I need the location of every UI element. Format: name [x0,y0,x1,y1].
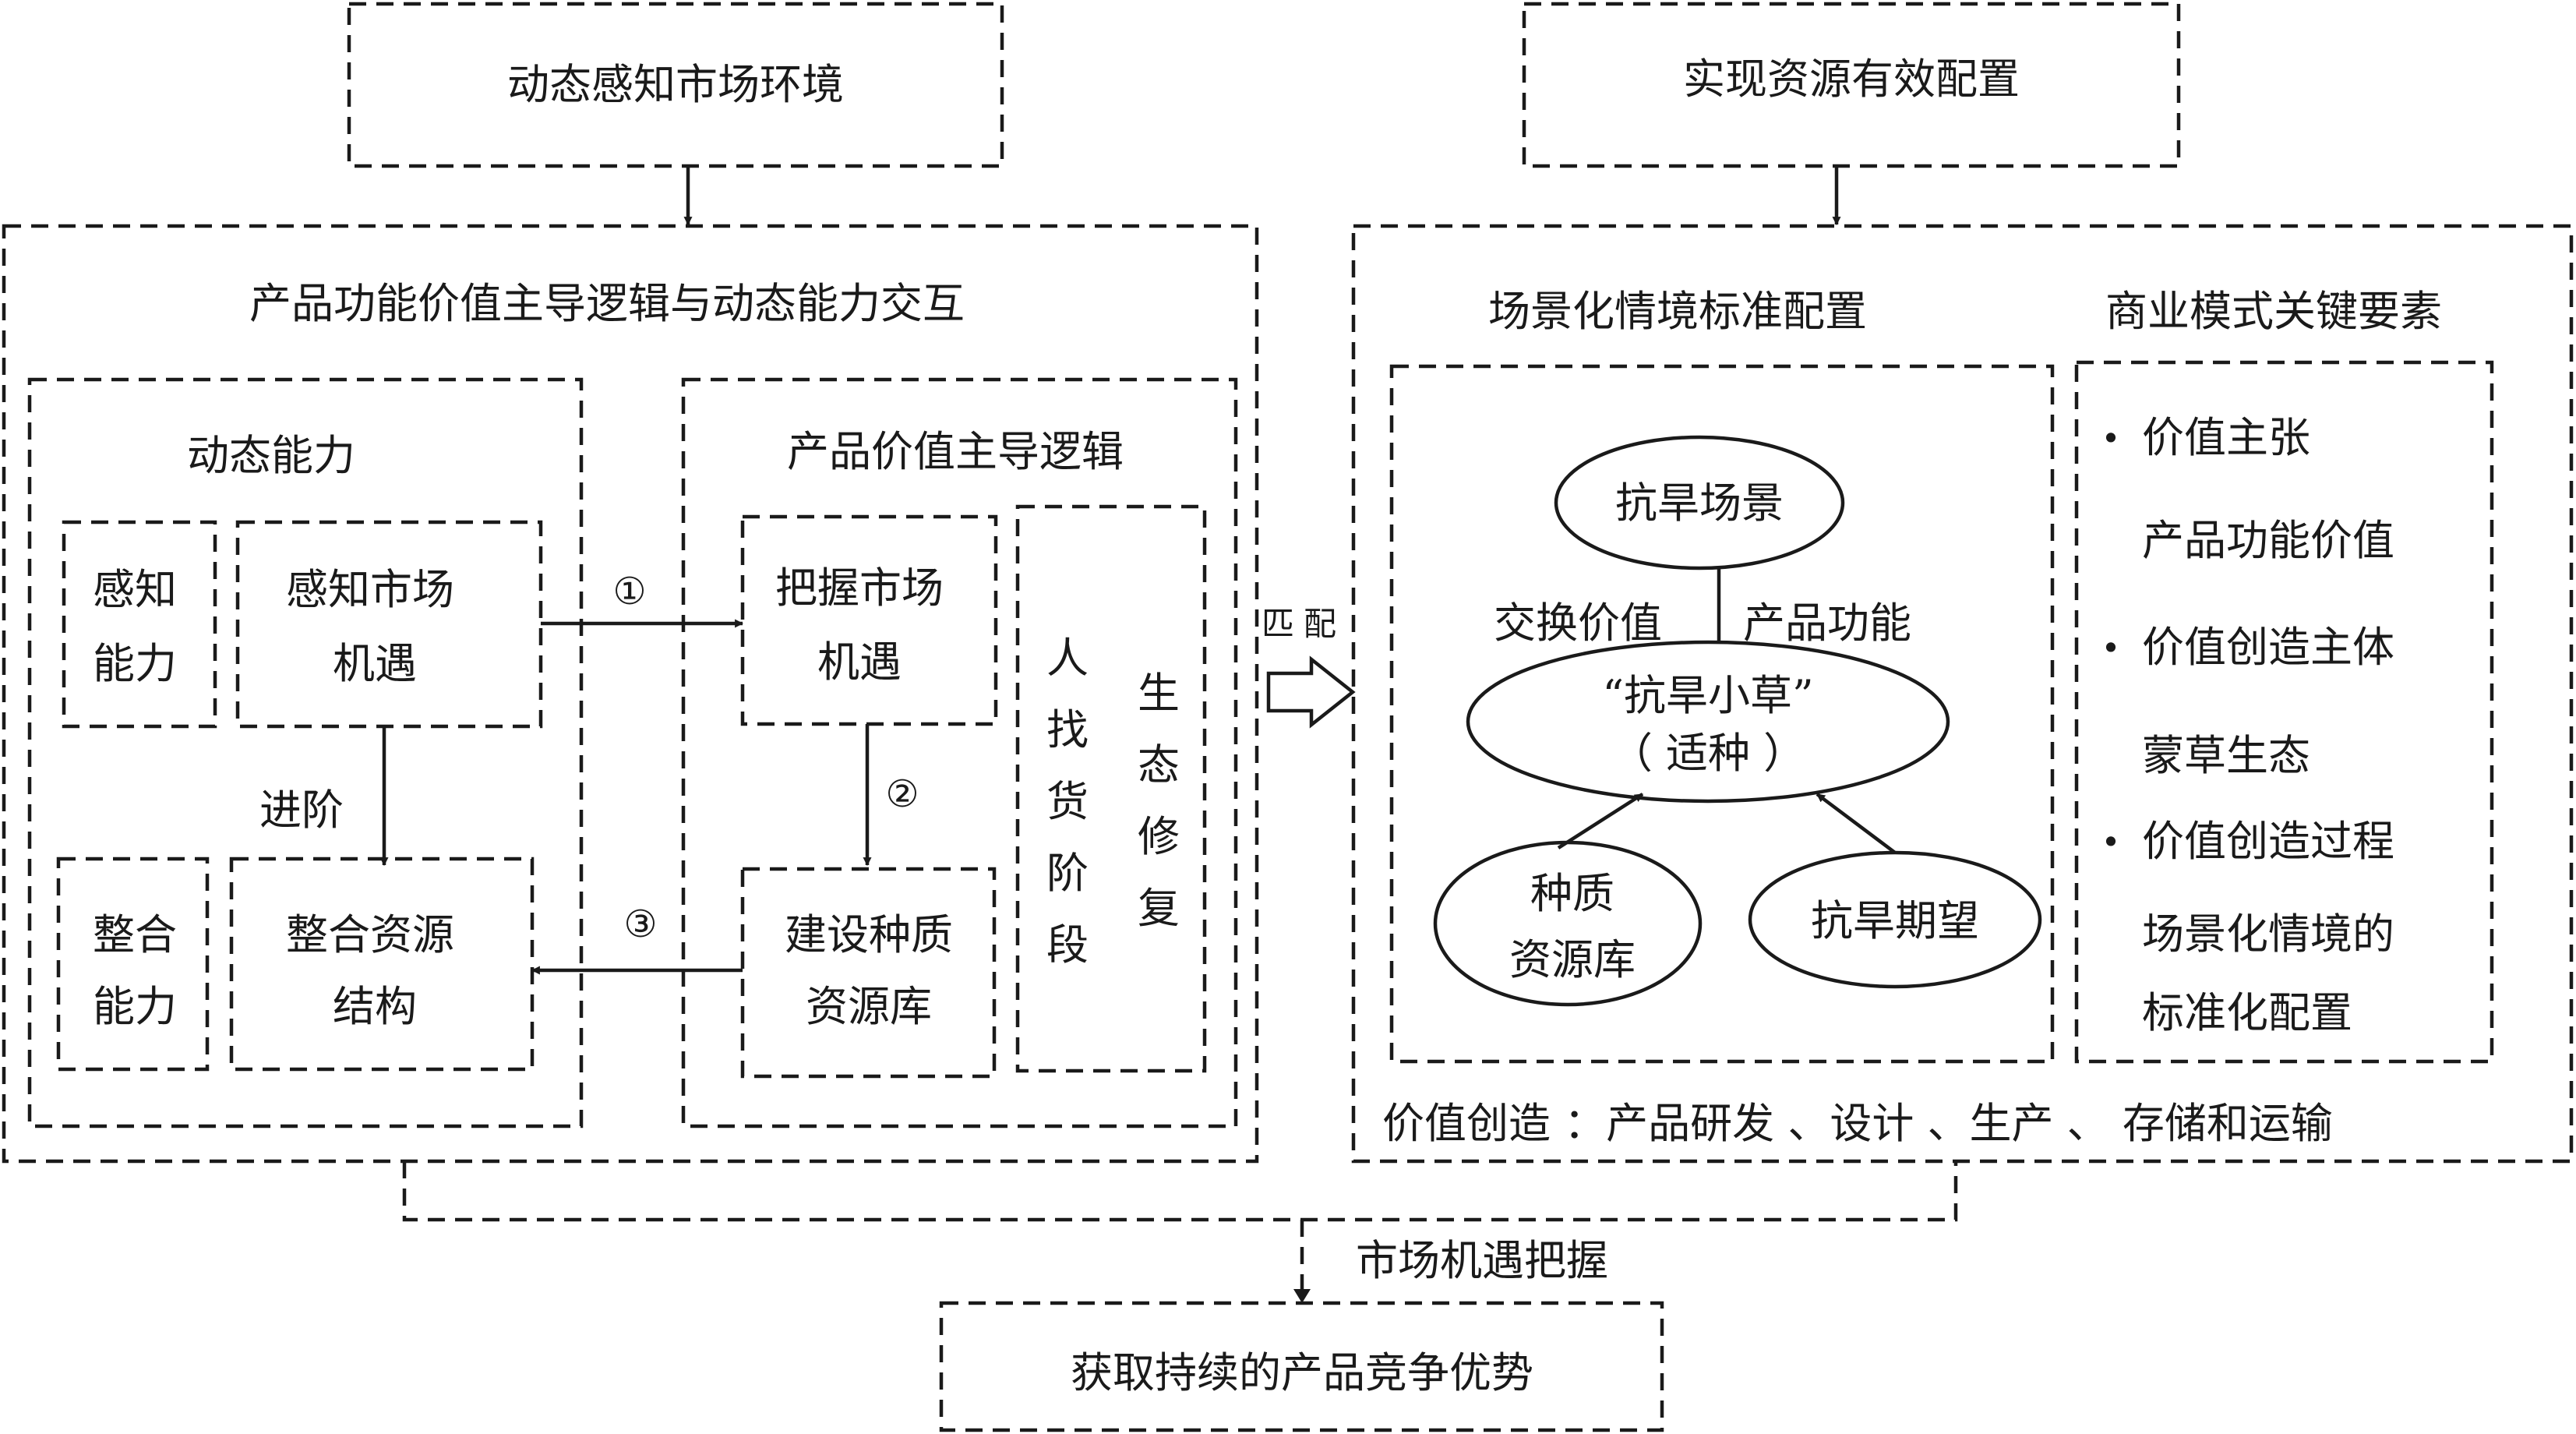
sense-market-line2: 机遇 [333,639,417,688]
sense-market-box: 感知市场 机遇 [235,520,543,729]
stage-col2-char3: 修 [1138,812,1180,861]
top-right-box: 实现资源有效配置 [1522,2,2181,168]
step-3-label: ③ [623,902,657,946]
arrow-germplasm-to-grass [1557,793,1644,849]
drought-scene-node: 抗旱场景 [1554,435,1845,570]
bottom-box-label: 获取持续的产品竞争优势 [1071,1348,1533,1397]
biz-bullet-3: • [2101,823,2121,861]
sense-ability-box: 感知 能力 [62,520,217,729]
biz-item2-head: 价值创造主体 [2142,623,2394,672]
stage-col1-char3: 货 [1046,777,1089,826]
stage-col1-char2: 找 [1046,705,1089,754]
stage-col1-char1: 人 [1046,634,1089,683]
grass-label-line1: “抗旱小草” [1602,671,1813,720]
sense-ability-line2: 能力 [93,639,177,688]
top-left-box: 动态感知市场环境 [347,2,1004,168]
grass-node: “抗旱小草” （ 适种 ） [1466,640,1950,804]
step-2-label: ② [885,772,919,816]
dynamic-capability-title: 动态能力 [187,431,355,480]
product-function-label: 产品功能 [1743,599,1911,648]
bottom-box: 获取持续的产品竞争优势 [939,1301,1664,1432]
left-panel-title: 产品功能价值主导逻辑与动态能力交互 [249,279,965,328]
stage-box: 人 找 货 阶 段 生 态 修 复 [1015,504,1207,1073]
sense-market-line1: 感知市场 [286,565,454,614]
product-logic-title: 产品价值主导逻辑 [787,427,1124,476]
bottom-arrow-head [1293,1289,1311,1303]
integrate-resource-line2: 结构 [333,982,417,1031]
biz-model-title: 商业模式关键要素 [2105,287,2442,336]
biz-item1-head: 价值主张 [2142,413,2310,462]
build-germplasm-line2: 资源库 [806,982,932,1031]
value-creation-text: 价值创造 ：产品研发 、设计 、生产 、 存储和运输 [1382,1099,2333,1148]
biz-box: • 价值主张 产品功能价值 • 价值创造主体 蒙草生态 • 价值创造过程 场景化… [2074,360,2494,1064]
scene-box [1389,364,2055,1064]
stage-col2-char4: 复 [1138,884,1180,933]
advance-label: 进阶 [259,786,344,835]
biz-item1-detail: 产品功能价值 [2142,516,2394,565]
integrate-ability-box: 整合 能力 [56,857,210,1072]
integrate-resource-line1: 整合资源 [286,910,454,959]
biz-bullet-1: • [2101,419,2121,457]
match-char1: 匹 [1262,605,1294,643]
match-char2: 配 [1304,605,1336,643]
stage-col1-char4: 阶 [1046,849,1089,898]
dynamic-capability-box: 动态能力 [27,377,584,1128]
build-germplasm-line1: 建设种质 [785,910,953,959]
expectation-node: 抗旱期望 [1748,850,2042,989]
germplasm-node: 种质 资源库 [1433,840,1703,1007]
step-1-label: ① [612,570,646,613]
germplasm-label-line1: 种质 [1530,869,1614,918]
right-panel: 场景化情境标准配置 商业模式关键要素 价值创造 ：产品研发 、设计 、生产 、 … [1351,224,2574,1164]
integrate-ability-line2: 能力 [93,982,177,1031]
grasp-market-line1: 把握市场 [775,563,944,613]
stage-col2-char2: 态 [1138,740,1180,789]
match-hollow-arrow [1266,655,1356,729]
product-logic-box: 产品价值主导逻辑 [681,377,1238,1128]
market-grasp-label: 市场机遇把握 [1356,1236,1608,1285]
sense-ability-line1: 感知 [93,565,177,614]
biz-bullet-2: • [2101,629,2121,667]
biz-item3-head: 价值创造过程 [2142,817,2394,866]
exchange-value-label: 交换价值 [1494,599,1662,648]
arrow-expectation-to-grass [1816,793,1897,854]
grass-label-line2: （ 适种 ） [1611,729,1805,778]
grasp-market-line2: 机遇 [817,638,902,687]
germplasm-label-line2: 资源库 [1509,935,1636,984]
scene-config-title: 场景化情境标准配置 [1488,287,1867,336]
bottom-merge-line [402,1161,1958,1222]
stage-col2-char1: 生 [1138,669,1180,718]
top-left-box-label: 动态感知市场环境 [507,60,844,109]
biz-item3-detail1: 场景化情境的 [2142,909,2394,959]
top-right-box-label: 实现资源有效配置 [1683,55,2020,104]
biz-item3-detail2: 标准化配置 [2142,988,2352,1037]
biz-item2-detail: 蒙草生态 [2142,731,2310,780]
grasp-market-box: 把握市场 机遇 [740,514,998,726]
left-panel: 产品功能价值主导逻辑与动态能力交互 [2,224,1259,1164]
build-germplasm-box: 建设种质 资源库 [740,867,997,1079]
drought-scene-label: 抗旱场景 [1615,479,1784,528]
expectation-label: 抗旱期望 [1811,896,1979,945]
stage-col1-char5: 段 [1046,920,1089,970]
integrate-ability-line1: 整合 [93,910,177,959]
integrate-resource-box: 整合资源 结构 [229,857,535,1072]
